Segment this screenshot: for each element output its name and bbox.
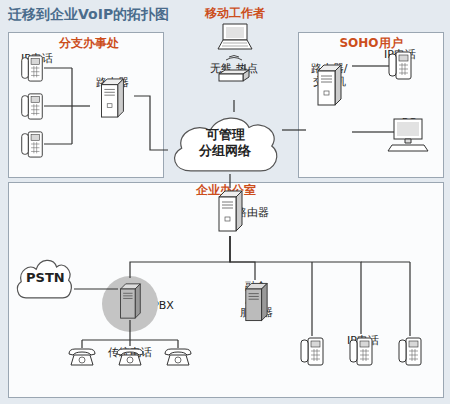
network-link [282,129,306,130]
phone-wire [44,68,72,144]
network-link [230,236,361,334]
soho-panel: SOHO用户IP电话路由器/ 交换机 PC [298,32,444,178]
router-node: 路由器 [212,188,292,236]
ip-phone-icon [22,94,43,119]
legacy-phone-icon [117,349,143,365]
ip-phone-icon [399,338,421,365]
network-link [352,131,384,132]
diagram-title: 迁移到企业VoIP的拓扑图 [8,6,169,24]
pbx-wire [112,289,130,332]
phone-wire [82,340,178,348]
ip-phone-group: IP电话 [14,52,60,174]
pc-icon [388,119,428,151]
node-label: PC [384,116,434,176]
network-link [60,105,90,106]
wireless-hotspot: 无线 热点 [208,62,260,100]
laptop-icon [218,24,252,49]
node-label: 路由器 [212,206,292,219]
phone-wire [378,65,389,66]
node-label: 传统电话 [60,346,200,390]
app-server-node: 融合 应用 服务器 [236,280,276,366]
ip-phone-icon [389,52,411,79]
packet-network-cloud: 可管理 分组网络 [168,112,282,174]
mobile-worker: 移动工作者 [200,6,270,56]
branch-office-panel: 分支办事处路由器 IP电话 [8,32,164,178]
node-label: 路由器 [90,76,134,136]
legacy-phone-group: 传统电话 [60,346,200,390]
pc-wire [384,131,394,132]
node-label: 可管理 分组网络 [168,127,282,159]
group-heading: SOHO用户 [299,36,443,50]
node-label: 混合PBX [112,299,192,312]
group-heading: 移动工作者 [200,6,270,20]
router-switch-node: 路由器/ 交换机 [306,62,352,148]
node-label: IP电话 [378,48,422,108]
network-link [352,65,378,66]
node-label: 无线 热点 [208,62,260,100]
legacy-phone-icon [165,349,191,365]
network-link [229,174,230,188]
network-link [230,236,255,280]
pc-node: PC [384,116,434,176]
router-switch-icon [318,65,341,105]
ip-phone-icon [22,56,43,81]
network-link [129,332,130,346]
node-label: 融合 应用 服务器 [236,280,276,366]
network-link [134,96,168,150]
router-icon [219,191,242,231]
node-label: IP电话 [298,334,428,394]
lan-bus [312,262,410,336]
network-link [130,236,230,278]
router-node: 路由器 [90,76,134,136]
node-label: IP电话 [14,52,60,174]
ip-phone-group: IP电话 [298,334,428,394]
legacy-phone-icon [69,349,95,365]
node-label: PSTN [14,270,74,286]
router-icon [102,79,124,117]
pbx-highlight [102,276,158,332]
ip-phone-icon [22,132,43,157]
ip-phone-icon [350,338,372,365]
ip-phone-node: IP电话 [378,48,422,108]
group-heading: 企业办公室 [9,183,443,395]
pstn-cloud: PSTN [14,256,74,300]
node-label: 路由器/ 交换机 [306,62,352,148]
server-icon [246,283,267,320]
hotspot-icon [219,64,249,81]
enterprise-office-panel: 企业办公室路由器 PSTN 混合PBX 融合 应用 服务器传统电话 IP电话 [8,182,444,398]
group-heading: 分支办事处 [15,36,163,50]
pbx-icon [121,284,141,318]
ip-phone-icon [301,338,323,365]
hybrid-pbx-node: 混合PBX [112,278,192,332]
network-link [233,100,234,112]
wireless-waves [226,56,242,61]
network-link [74,288,112,289]
